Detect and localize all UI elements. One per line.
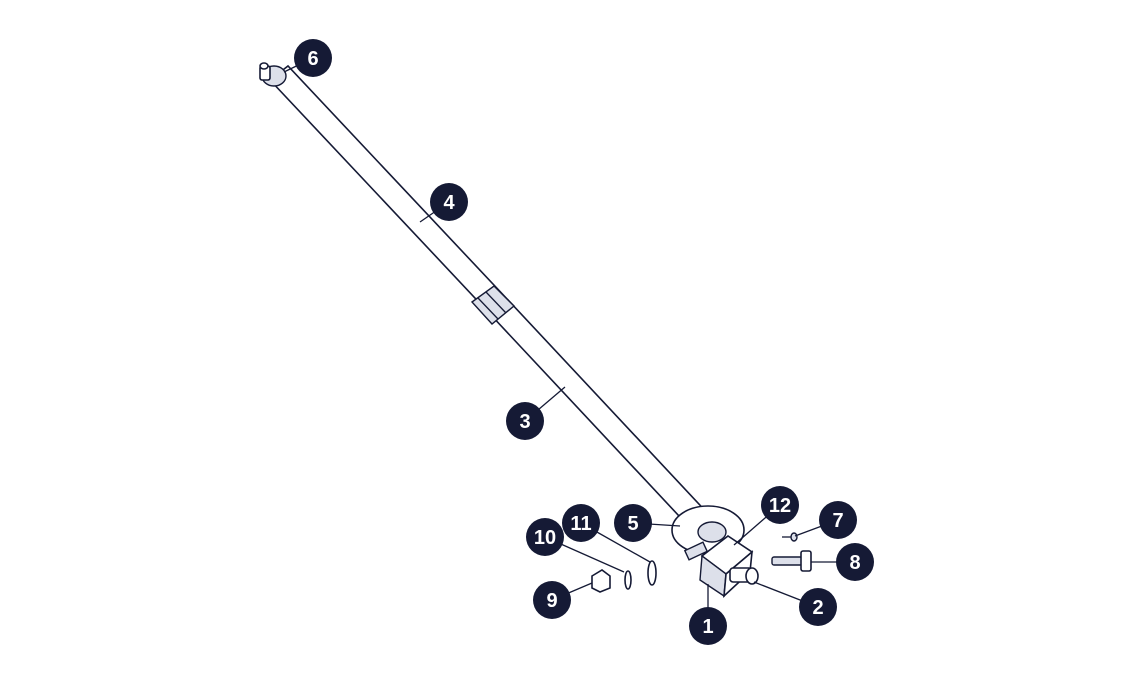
callout-6: 6 bbox=[294, 39, 332, 77]
svg-text:12: 12 bbox=[769, 495, 791, 517]
washer-small bbox=[624, 570, 632, 590]
callout-1: 1 bbox=[689, 607, 727, 645]
callout-5: 5 bbox=[614, 504, 652, 542]
svg-text:9: 9 bbox=[546, 590, 557, 612]
callout-4: 4 bbox=[430, 183, 468, 221]
svg-text:8: 8 bbox=[849, 552, 860, 574]
svg-text:1: 1 bbox=[702, 616, 713, 638]
hex-nut bbox=[591, 569, 611, 593]
callout-3: 3 bbox=[506, 402, 544, 440]
svg-text:11: 11 bbox=[570, 513, 591, 535]
pivot-pin bbox=[729, 567, 759, 585]
small-screw bbox=[782, 532, 798, 542]
callout-7: 7 bbox=[819, 501, 857, 539]
svg-text:6: 6 bbox=[307, 48, 318, 70]
hex-bolt bbox=[771, 550, 812, 572]
callout-8: 8 bbox=[836, 543, 874, 581]
upper-rod bbox=[268, 64, 510, 316]
clamp-block bbox=[683, 535, 754, 598]
callout-12: 12 bbox=[761, 486, 799, 524]
top-end-cap bbox=[259, 62, 287, 87]
callout-10: 10 bbox=[526, 518, 564, 556]
svg-text:4: 4 bbox=[443, 192, 455, 214]
svg-text:2: 2 bbox=[812, 597, 823, 619]
svg-text:10: 10 bbox=[534, 527, 556, 549]
rod-coupling bbox=[470, 285, 516, 325]
washer-large bbox=[647, 560, 657, 586]
callout-9: 9 bbox=[533, 581, 571, 619]
callout-11: 11 bbox=[562, 504, 600, 542]
svg-text:5: 5 bbox=[627, 513, 638, 535]
svg-text:3: 3 bbox=[519, 411, 530, 433]
svg-text:7: 7 bbox=[832, 510, 843, 532]
callout-2: 2 bbox=[799, 588, 837, 626]
leader-lines bbox=[283, 57, 855, 626]
